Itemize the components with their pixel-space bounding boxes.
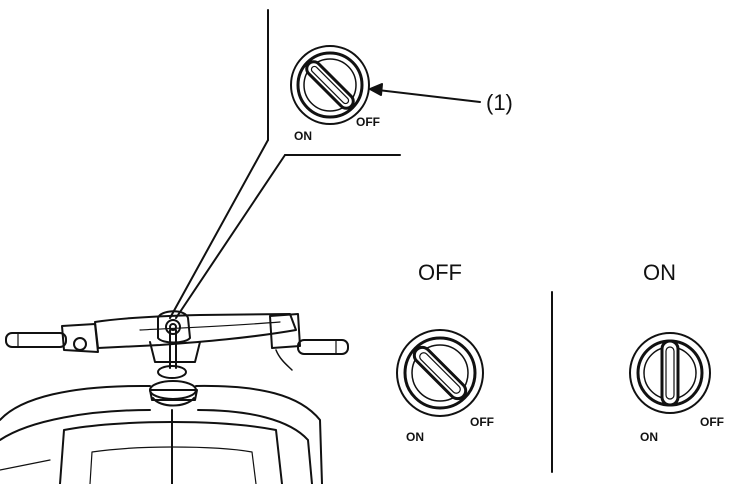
callout-leader-arrow [369,83,481,103]
on-panel-on-label: ON [640,430,658,444]
off-panel-title: OFF [418,260,462,285]
callout-frame [169,9,401,319]
on-valve-knob [629,332,711,414]
off-valve-knob [396,329,484,417]
detail-valve-knob [290,45,370,125]
off-panel-on-label: ON [406,430,424,444]
detail-off-label: OFF [356,115,380,129]
detail-on-label: ON [294,129,312,143]
atv-handlebar-illustration [0,310,349,484]
on-panel-off-label: OFF [700,415,724,429]
on-panel-title: ON [643,260,676,285]
off-panel-off-label: OFF [470,415,494,429]
callout-number: (1) [486,90,513,115]
